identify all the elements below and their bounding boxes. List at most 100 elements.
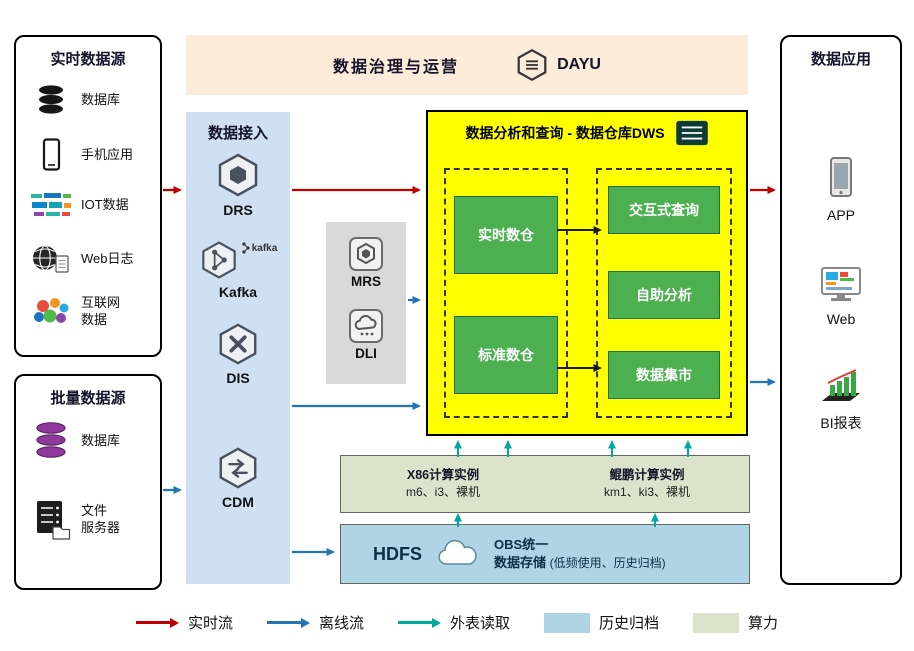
dws-title: 数据分析和查询 - 数据仓库DWS — [465, 125, 665, 141]
list-item: kafka Kafka — [186, 240, 290, 300]
arrow-line — [397, 621, 432, 624]
dayu-icon — [517, 48, 547, 82]
data-applications-panel: 数据应用 APP Web — [780, 35, 902, 585]
mobile-phone-icon-wrap — [28, 137, 74, 173]
batch-sources-panel: 批量数据源 数据库 文件 服务器 — [14, 374, 162, 590]
legend-bar: 实时流 离线流 外表读取 历史归档 算力 — [0, 612, 914, 633]
item-label: DRS — [223, 202, 253, 218]
item-label: Web日志 — [81, 250, 134, 266]
governance-title: 数据治理与运营 — [333, 59, 460, 76]
x86-compute-cell: X86计算实例 m6、i3、裸机 — [341, 456, 545, 512]
legend-item-history-archive: 历史归档 — [544, 612, 659, 633]
kafka-icon — [201, 241, 236, 279]
data-mart-box: 数据集市 — [608, 351, 720, 399]
mrs-icon — [349, 237, 383, 271]
item-label: 互联网 数据 — [81, 295, 121, 327]
list-item: MRS — [326, 236, 406, 289]
file-server-icon-wrap — [28, 498, 74, 542]
obs-note: (低频使用、历史归档) — [549, 556, 666, 570]
arrow-line — [266, 621, 301, 624]
legend-label: 离线流 — [318, 615, 364, 632]
batch-sources-title: 批量数据源 — [50, 390, 126, 407]
item-label: 文件 服务器 — [81, 503, 121, 535]
report-icon — [675, 120, 708, 146]
legend-item-compute-power: 算力 — [693, 612, 778, 633]
obs-text-block: OBS统一 数据存储 (低频使用、历史归档) — [494, 536, 666, 571]
item-label: DIS — [226, 370, 250, 386]
purple-database-icon — [36, 422, 66, 458]
item-label: Kafka — [218, 284, 258, 300]
list-item: Web — [782, 265, 900, 327]
dws-header: 数据分析和查询 - 数据仓库DWS — [428, 120, 746, 146]
arrow-head — [431, 617, 441, 628]
list-item: 数据库 — [28, 420, 120, 462]
governance-banner: 数据治理与运营 DAYU — [186, 35, 748, 95]
web-monitor-icon — [821, 267, 861, 301]
database-icon-wrap — [28, 83, 74, 117]
internet-data-icon-wrap — [28, 296, 74, 328]
bi-chart-icon — [822, 369, 860, 401]
purple-database-icon-wrap — [28, 420, 74, 462]
offline-flow-arrow-icon — [266, 617, 310, 628]
list-item: Web日志 — [28, 243, 134, 275]
list-item: DRS — [186, 152, 290, 218]
kunpeng-title: 鲲鹏计算实例 — [609, 468, 685, 483]
legend-label: 实时流 — [187, 615, 233, 632]
realtime-sources-title: 实时数据源 — [50, 51, 126, 68]
list-item: 文件 服务器 — [28, 498, 120, 542]
staging-panel: MRS DLI — [326, 222, 406, 384]
database-icon — [39, 85, 63, 114]
item-label: IOT数据 — [81, 196, 129, 212]
obs-line1: OBS统一 — [494, 537, 549, 553]
legend-label: 历史归档 — [599, 615, 660, 632]
web-log-icon-wrap — [28, 243, 74, 275]
item-label: CDM — [222, 494, 254, 510]
realtime-flow-arrow-icon — [135, 617, 179, 628]
services-group — [596, 168, 732, 418]
x86-subtitle: m6、i3、裸机 — [405, 485, 480, 500]
kunpeng-compute-cell: 鲲鹏计算实例 km1、ki3、裸机 — [545, 456, 749, 512]
standard-warehouse-box: 标准数仓 — [454, 316, 558, 394]
list-item: 互联网 数据 — [28, 295, 120, 329]
self-service-analysis-box: 自助分析 — [608, 271, 720, 319]
storage-bar: HDFS OBS统一 数据存储 (低频使用、历史归档) — [340, 524, 750, 584]
legend-label: 算力 — [748, 615, 779, 632]
legend-item-external-read: 外表读取 — [397, 612, 510, 633]
dws-panel: 数据分析和查询 - 数据仓库DWS 实时数仓 标准数仓 交互式查询 自助分析 数… — [426, 110, 748, 436]
item-label: 数据库 — [81, 91, 121, 107]
list-item: 手机应用 — [28, 137, 133, 173]
obs-line2: 数据存储 — [494, 555, 547, 570]
data-ingestion-panel: 数据接入 DRS kafka — [186, 112, 290, 584]
arrow-head — [300, 617, 310, 628]
kafka-mark-label: kafka — [251, 242, 278, 254]
drs-icon — [218, 153, 258, 197]
item-label: APP — [826, 207, 855, 223]
item-label: 手机应用 — [81, 146, 134, 162]
realtime-warehouse-box: 实时数仓 — [454, 196, 558, 274]
kunpeng-subtitle: km1、ki3、裸机 — [603, 485, 690, 500]
external-read-arrow-icon — [397, 617, 441, 628]
item-label: BI报表 — [820, 415, 862, 431]
arrow-line — [135, 621, 170, 624]
warehouse-group — [444, 168, 568, 418]
list-item: DIS — [186, 322, 290, 386]
legend-item-realtime: 实时流 — [135, 612, 233, 633]
list-item: 数据库 — [28, 83, 120, 117]
interactive-query-box: 交互式查询 — [608, 186, 720, 234]
x86-title: X86计算实例 — [406, 468, 480, 483]
legend-item-offline: 离线流 — [266, 612, 364, 633]
dli-icon — [349, 309, 383, 343]
kafka-wordmark: kafka — [242, 242, 278, 254]
data-ingestion-title: 数据接入 — [207, 125, 268, 142]
compute-instances-bar: X86计算实例 m6、i3、裸机 鲲鹏计算实例 km1、ki3、裸机 — [340, 455, 750, 513]
kafka-logo-icon — [242, 242, 250, 254]
arrow-head — [169, 617, 179, 628]
hdfs-label: HDFS — [373, 543, 422, 564]
item-label: MRS — [351, 274, 381, 289]
compute-power-swatch — [693, 612, 740, 633]
list-item: CDM — [186, 446, 290, 510]
cdm-icon — [219, 447, 257, 489]
legend-label: 外表读取 — [449, 615, 510, 632]
iot-icon — [31, 193, 71, 216]
